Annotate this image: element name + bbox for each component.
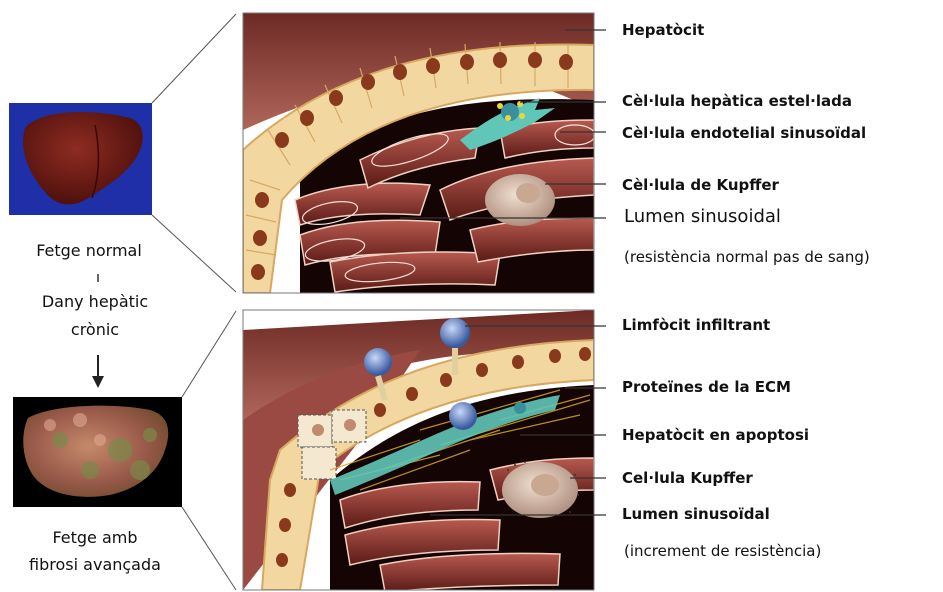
label-normal-resistance: (resistència normal pas de sang) bbox=[624, 248, 870, 266]
label-apoptotic-hepatocyte: Hepatòcit en apoptosi bbox=[622, 426, 809, 444]
label-infiltrating-lymphocyte: Limfòcit infiltrant bbox=[622, 316, 770, 334]
fibrosis-caption-line1: Fetge amb bbox=[20, 528, 170, 547]
label-sinusoidal-lumen-fibrotic: Lumen sinusoïdal bbox=[622, 505, 770, 523]
fibrotic-sinusoid-panel bbox=[243, 310, 594, 592]
normal-liver-caption: Fetge normal bbox=[14, 241, 164, 260]
label-kupffer-cell-fibrotic: Cel·lula Kupffer bbox=[622, 469, 753, 487]
label-sinusoidal-lumen: Lumen sinusoidal bbox=[624, 206, 781, 227]
label-hepatocyte: Hepatòcit bbox=[622, 21, 704, 39]
chronic-damage-line1: Dany hepàtic bbox=[20, 292, 170, 311]
chronic-damage-line2: crònic bbox=[20, 320, 170, 339]
fibrotic-liver-photo bbox=[13, 397, 182, 507]
fibrosis-caption-line2: fibrosi avançada bbox=[20, 555, 170, 574]
label-hepatic-stellate-cell: Cèl·lula hepàtica estel·lada bbox=[622, 92, 852, 110]
label-kupffer-cell: Cèl·lula de Kupffer bbox=[622, 176, 779, 194]
label-ecm-proteins: Proteïnes de la ECM bbox=[622, 378, 791, 396]
normal-sinusoid-panel bbox=[243, 13, 595, 293]
normal-liver-photo bbox=[9, 103, 152, 215]
label-increased-resistance: (increment de resistència) bbox=[624, 542, 821, 560]
label-sinusoidal-endothelial-cell: Cèl·lula endotelial sinusoïdal bbox=[622, 124, 866, 142]
